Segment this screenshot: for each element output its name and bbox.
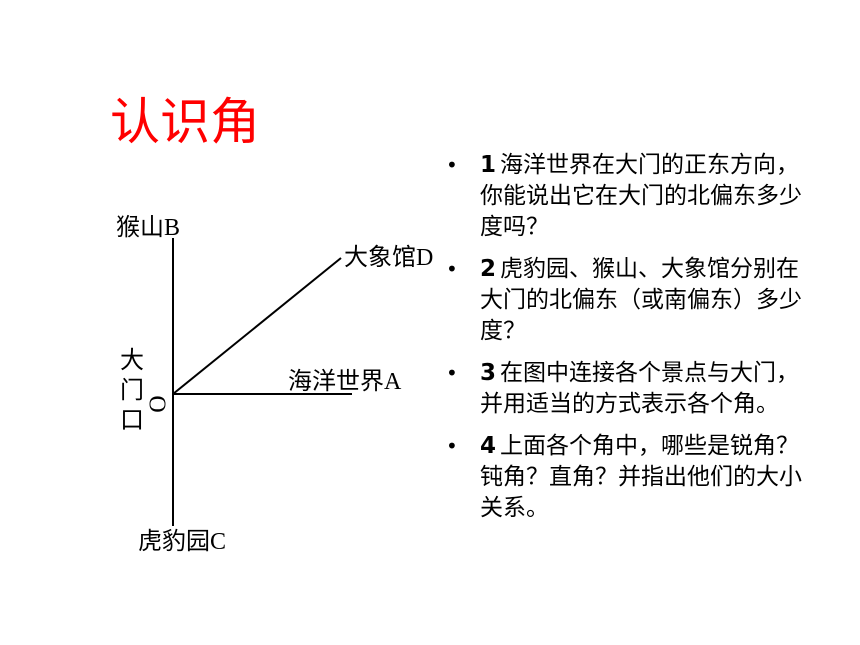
question-text: 在图中连接各个景点与大门，并用适当的方式表示各个角。 [480,360,800,417]
bullet-icon: • [446,153,458,177]
northeast-ray-od [172,257,342,395]
question-number: 2 [480,256,497,282]
label-origin-o: O [143,395,170,413]
bullet-icon: • [446,434,458,458]
label-monkey-hill-b: 猴山B [116,215,181,241]
question-number: 3 [480,360,497,386]
bullet-icon: • [446,257,458,281]
label-elephant-house-d: 大象馆D [344,245,434,271]
question-text: 虎豹园、猴山、大象馆分别在大门的北偏东（或南偏东）多少度？ [480,256,802,344]
bullet-icon: • [446,361,458,385]
question-number: 4 [480,433,497,459]
label-main-gate: 大门口 [120,348,144,434]
question-text: 上面各个角中，哪些是锐角？钝角？直角？并指出他们的大小关系。 [480,433,802,521]
slide-title: 认识角 [110,93,260,151]
label-tiger-leopard-garden-c: 虎豹园C [138,529,227,555]
question-number: 1 [480,152,497,178]
question-text: 海洋世界在大门的正东方向，你能说出它在大门的北偏东多少度吗？ [480,152,802,240]
label-ocean-world-a: 海洋世界A [288,369,402,395]
